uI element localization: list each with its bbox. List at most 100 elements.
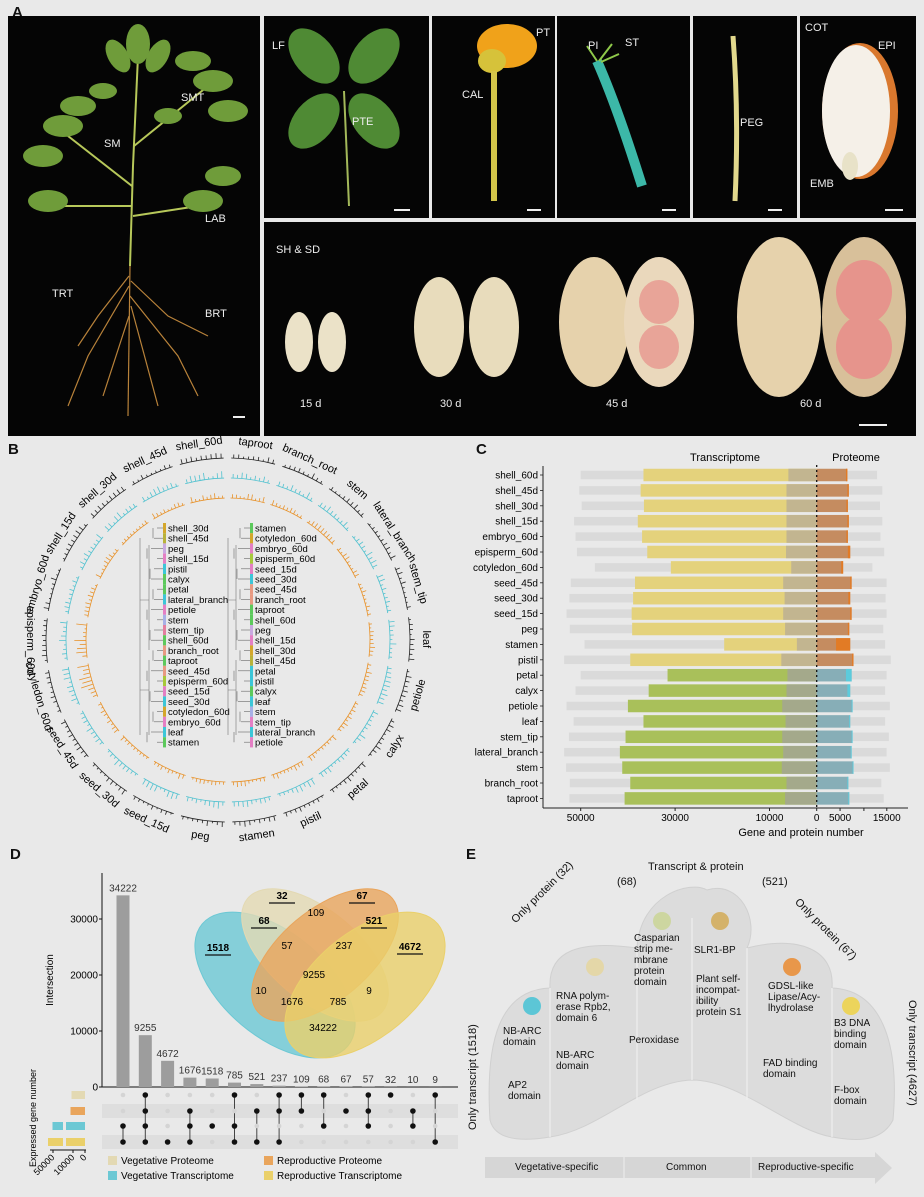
matrix-dot	[142, 1139, 149, 1145]
tree-color-strip	[250, 614, 253, 625]
category-dot	[842, 997, 860, 1015]
venn-region-count: 67	[356, 891, 368, 902]
transcript-bar	[643, 468, 817, 482]
expression-tick	[65, 610, 69, 613]
expression-tick	[97, 505, 102, 510]
expression-tick	[360, 513, 364, 517]
label-cal: CAL	[462, 89, 484, 101]
matrix-dot	[254, 1092, 260, 1098]
expression-tick	[88, 550, 92, 554]
protein-bar	[816, 545, 851, 559]
expression-tick	[90, 513, 95, 517]
ring-segment	[231, 795, 271, 803]
expression-tick	[361, 763, 366, 768]
expression-tick	[403, 685, 408, 688]
legend-swatch	[108, 1171, 117, 1180]
x-tick-label: 50000	[567, 813, 595, 824]
total-protein-bar	[816, 624, 884, 634]
shared-bar	[785, 792, 817, 805]
shared-bar	[781, 761, 817, 774]
tree-leaf-label: stem	[255, 707, 276, 718]
expression-tick	[167, 769, 170, 774]
protein-bar	[816, 761, 854, 774]
expression-tick	[320, 528, 325, 533]
expression-tick	[353, 536, 356, 539]
tree-leaf-label: stamen	[255, 524, 286, 535]
ring-segment	[81, 710, 105, 745]
ring-segment	[271, 760, 303, 776]
tree-color-strip	[250, 584, 253, 595]
expression-tick	[307, 780, 312, 788]
expression-tick	[113, 756, 117, 759]
tissue-label: shell_60d	[495, 471, 538, 482]
expression-tick	[334, 761, 337, 764]
ring-segment	[376, 575, 389, 614]
protein-bar	[816, 622, 850, 636]
expression-tick	[336, 517, 340, 521]
e-domain-c521-2: Plant self-incompat-ibility protein S1	[696, 974, 742, 1018]
total-protein-bar	[816, 609, 887, 618]
e-domain-c68-1: Casparian strip me-mbrane protein domain	[634, 933, 680, 988]
label-emb: EMB	[810, 178, 834, 190]
matrix-dot	[321, 1108, 327, 1114]
tissue-label: calyx	[515, 686, 538, 697]
expression-tick	[291, 788, 294, 793]
ring-segment	[376, 665, 389, 704]
expression-tick	[45, 602, 50, 605]
expression-tick	[63, 672, 70, 676]
tree-leaf-label: petal	[168, 585, 189, 596]
expression-tick	[383, 733, 386, 735]
tree-trunk	[227, 538, 237, 735]
expression-tick	[113, 729, 119, 733]
expression-tick	[121, 541, 124, 544]
venn-region-count: 1518	[207, 943, 230, 954]
tree-leaf-label: shell_45d	[168, 534, 209, 545]
expression-tick	[342, 553, 347, 557]
matrix-dot	[164, 1139, 171, 1145]
tissue-label: taproot	[507, 794, 538, 805]
expression-tick	[377, 535, 381, 538]
ring-segment	[352, 709, 375, 744]
matrix-dot	[299, 1123, 304, 1129]
expression-tick	[315, 477, 319, 482]
expression-tick	[354, 741, 357, 744]
expression-tick	[306, 492, 311, 499]
expression-tick	[385, 546, 391, 550]
expression-tick	[80, 712, 84, 715]
expression-tick	[177, 773, 181, 779]
expression-tick	[332, 736, 337, 741]
expression-tick	[151, 513, 156, 519]
tree-color-strip	[163, 563, 166, 574]
expression-tick	[108, 495, 113, 500]
ring-segment	[179, 457, 224, 465]
expression-tick	[73, 535, 78, 539]
expression-tick	[263, 476, 266, 483]
expression-tick	[297, 763, 300, 768]
set-size-bar	[66, 1138, 85, 1146]
transcript-bar	[643, 499, 817, 513]
expression-tick	[96, 767, 99, 770]
expression-tick	[167, 509, 169, 512]
expression-tick	[66, 548, 70, 551]
expression-tick	[364, 598, 367, 600]
protein-bar	[816, 792, 850, 805]
tissue-label: seed_45d	[494, 578, 538, 589]
outer-tissue-label: stamen	[238, 827, 275, 844]
expression-tick	[175, 483, 177, 487]
e-domain-rp-2: FAD binding domain	[763, 1058, 818, 1080]
expression-tick	[98, 703, 102, 706]
expression-tick	[273, 816, 276, 821]
expression-tick	[60, 621, 67, 624]
panel-label-a: A	[12, 4, 23, 21]
expression-tick	[95, 738, 100, 743]
matrix-dot	[343, 1139, 349, 1145]
tree-leaf-label: lateral_branch	[168, 595, 228, 606]
matrix-dot	[388, 1108, 393, 1114]
expression-tick	[399, 699, 404, 702]
photo-peg	[693, 16, 797, 218]
expression-tick	[328, 537, 333, 541]
tree-color-strip	[163, 696, 166, 707]
protein-specific-bar	[851, 699, 853, 713]
tree-leaf-label: branch_root	[255, 595, 306, 606]
expression-tick	[90, 690, 96, 694]
